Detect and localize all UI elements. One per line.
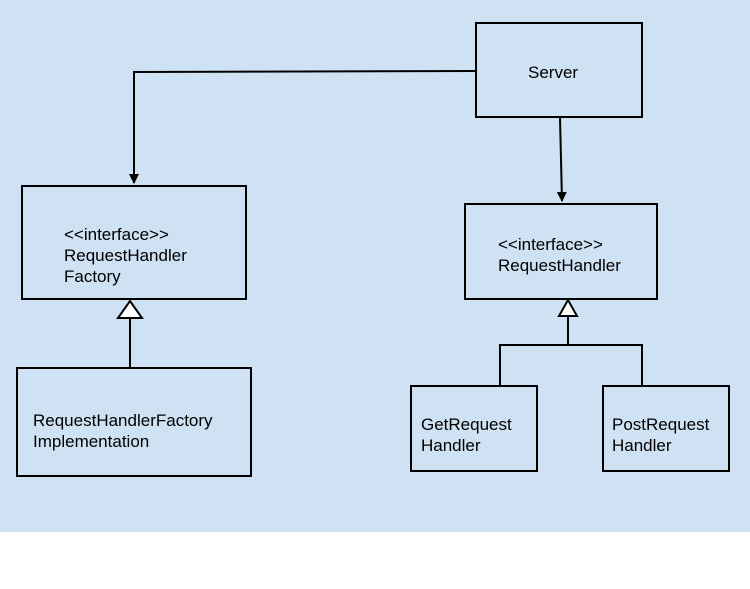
class-name-line-1: RequestHandlerFactory [33,411,213,430]
class-name-line-1: GetRequest [421,415,512,434]
factory-realization-triangle [116,299,144,319]
handler-realization-triangle [557,297,579,317]
server-to-handler-connector [556,117,567,202]
post-request-handler-node: PostRequest Handler [602,385,730,472]
class-name-line-2: Implementation [33,432,150,451]
class-name-line-1: RequestHandler [64,246,187,265]
stereotype-label: <<interface>> [64,225,169,244]
server-node: Server [475,22,643,118]
server-label: Server [528,63,579,82]
class-name-line-1: PostRequest [612,415,710,434]
get-request-handler-node: GetRequest Handler [410,385,538,472]
request-handler-interface-node: <<interface>> RequestHandler [464,203,658,300]
request-handler-factory-implementation-node: RequestHandlerFactory Implementation [16,367,252,477]
class-name-line-2: Factory [64,267,121,286]
request-handler-factory-interface-node: <<interface>> RequestHandler Factory [21,185,247,300]
class-name-label: RequestHandler [498,256,621,275]
class-name-line-2: Handler [612,436,672,455]
stereotype-label: <<interface>> [498,235,603,254]
server-to-factory-connector [129,70,476,184]
class-name-line-2: Handler [421,436,481,455]
handlers-bus-connector [499,344,643,385]
